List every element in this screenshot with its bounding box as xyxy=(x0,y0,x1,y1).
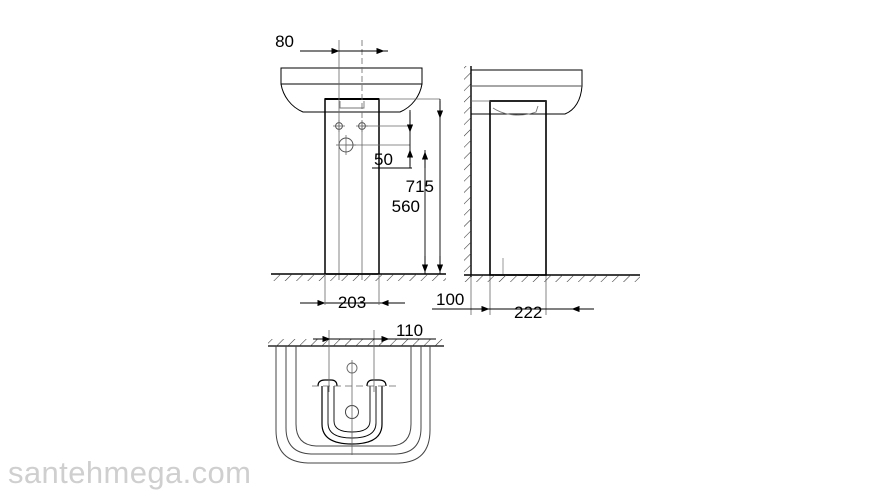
dimension-50-label: 50 xyxy=(374,150,393,169)
side-floor-hatch xyxy=(464,275,640,282)
dimension-715: 715 xyxy=(406,99,444,274)
dimension-100: 100 xyxy=(432,290,494,313)
side-view: 100 222 xyxy=(432,66,640,322)
dimension-715-label: 715 xyxy=(406,177,434,196)
plan-view: 110 xyxy=(268,321,444,464)
plan-wall xyxy=(268,339,444,347)
side-floor xyxy=(464,274,640,282)
dimension-110-label: 110 xyxy=(396,321,423,340)
plan-basin-inner xyxy=(295,346,412,447)
dimension-560-label: 560 xyxy=(392,197,420,216)
dimension-50: 50 xyxy=(372,110,414,169)
plan-pedestal-lip-right xyxy=(366,379,387,387)
dimension-80: 80 xyxy=(275,32,388,55)
front-pedestal-notch xyxy=(339,101,365,109)
plan-basin-outer xyxy=(275,346,431,464)
plan-basin-mid xyxy=(285,346,422,455)
plan-pedestal-lip-left xyxy=(317,379,338,387)
dimension-100-label: 100 xyxy=(436,290,464,309)
dimension-80-label: 80 xyxy=(275,32,294,51)
dimension-110: 110 xyxy=(313,321,436,343)
front-basin-bowl xyxy=(280,83,423,113)
side-wall xyxy=(464,66,472,277)
front-floor-hatch xyxy=(271,274,446,281)
front-centrelines xyxy=(338,40,440,280)
plan-wall-hatch xyxy=(268,339,444,346)
side-pedestal-recess xyxy=(492,105,539,116)
dimension-203: 203 xyxy=(300,274,405,312)
dimension-222-label: 222 xyxy=(514,303,542,322)
dimension-203-label: 203 xyxy=(338,293,366,312)
side-wall-hatch xyxy=(464,66,471,277)
watermark-text: santehmega.com xyxy=(8,455,251,490)
front-view: 80 50 560 715 xyxy=(271,32,446,312)
side-basin-bowl xyxy=(471,85,583,115)
plan-basin-outlines xyxy=(275,346,431,464)
dimension-222: 222 xyxy=(494,303,594,322)
dimension-560: 560 xyxy=(392,150,429,274)
front-floor xyxy=(271,273,446,281)
front-basin-outline xyxy=(280,67,423,113)
